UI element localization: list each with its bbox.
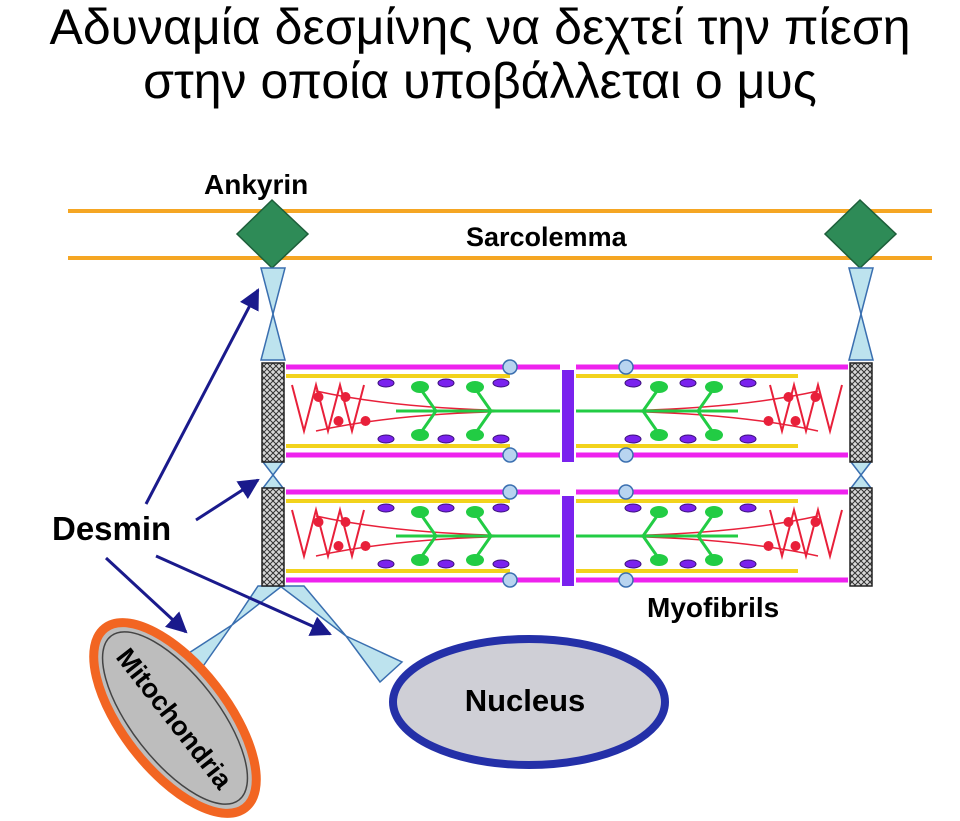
troponin-complex: [624, 378, 642, 388]
troponin-complex: [437, 434, 455, 444]
desmin-arrows: [104, 288, 332, 636]
myosin-head: [411, 429, 429, 441]
troponin-complex: [377, 434, 395, 444]
titin-bead: [618, 572, 634, 588]
troponin-complex: [739, 559, 757, 569]
desmin-label: Desmin: [52, 510, 171, 547]
actin-filament: [769, 506, 843, 560]
myosin-head: [466, 429, 484, 441]
myosin-head: [650, 554, 668, 566]
actin-node: [360, 541, 371, 551]
title-line-2: στην οποία υποβάλλεται ο μυς: [143, 53, 817, 109]
sarcolemma-label: Sarcolemma: [466, 222, 628, 252]
troponin-complex: [437, 503, 455, 513]
troponin-complex: [624, 434, 642, 444]
troponin-complex: [437, 378, 455, 388]
m-line-top: [562, 370, 574, 462]
myosin-head: [466, 506, 484, 518]
myosin-head: [650, 506, 668, 518]
myosin-head: [705, 429, 723, 441]
nucleus: [389, 635, 669, 769]
troponin-complex: [437, 559, 455, 569]
troponin-complex: [739, 503, 757, 513]
actin-node: [763, 541, 774, 551]
troponin-complex: [624, 559, 642, 569]
sarcolemma: [68, 209, 932, 260]
nucleus-label: Nucleus: [465, 683, 586, 718]
titin-bead: [502, 572, 518, 588]
mitochondria: [89, 618, 261, 818]
title-line-1: Αδυναμία δεσμίνης να δεχτεί την πίεση: [49, 0, 911, 55]
myofibril-sarcomeres: [286, 359, 848, 588]
myofibrils-label: Myofibrils: [647, 592, 779, 623]
actin-filament: [291, 381, 365, 435]
actin-node: [313, 392, 324, 402]
troponin-complex: [492, 378, 510, 388]
myosin-head: [650, 381, 668, 393]
actin-node: [763, 416, 774, 426]
troponin-complex: [739, 378, 757, 388]
troponin-complex: [492, 434, 510, 444]
m-line-bottom: [562, 496, 574, 586]
actin-node: [313, 517, 324, 527]
actin-filament: [769, 381, 843, 435]
troponin-complex: [492, 559, 510, 569]
actin-node: [790, 541, 801, 551]
myosin-head: [705, 554, 723, 566]
myosin-head: [466, 554, 484, 566]
slide-title: Αδυναμία δεσμίνης να δεχτεί την πίεση στ…: [0, 0, 960, 108]
titin-bead: [618, 484, 634, 500]
actin-node: [333, 541, 344, 551]
actin-node: [360, 416, 371, 426]
titin-bead: [618, 359, 634, 375]
myosin-head: [650, 429, 668, 441]
titin-bead: [502, 359, 518, 375]
actin-node: [790, 416, 801, 426]
myosin-head: [705, 381, 723, 393]
troponin-complex: [377, 378, 395, 388]
troponin-complex: [377, 559, 395, 569]
myosin-head: [411, 506, 429, 518]
troponin-complex: [679, 434, 697, 444]
ankyrin-label: Ankyrin: [204, 169, 308, 200]
actin-node: [333, 416, 344, 426]
titin-bead: [618, 447, 634, 463]
titin-bead: [502, 484, 518, 500]
troponin-complex: [739, 434, 757, 444]
desmin-links: [173, 267, 874, 684]
troponin-complex: [624, 503, 642, 513]
troponin-complex: [679, 559, 697, 569]
actin-node: [810, 392, 821, 402]
myosin-head: [411, 381, 429, 393]
z-discs: [261, 362, 873, 587]
myosin-head: [705, 506, 723, 518]
myosin-head: [466, 381, 484, 393]
troponin-complex: [679, 378, 697, 388]
troponin-complex: [679, 503, 697, 513]
myosin-head: [411, 554, 429, 566]
troponin-complex: [492, 503, 510, 513]
actin-node: [810, 517, 821, 527]
actin-filament: [291, 506, 365, 560]
troponin-complex: [377, 503, 395, 513]
titin-bead: [502, 447, 518, 463]
